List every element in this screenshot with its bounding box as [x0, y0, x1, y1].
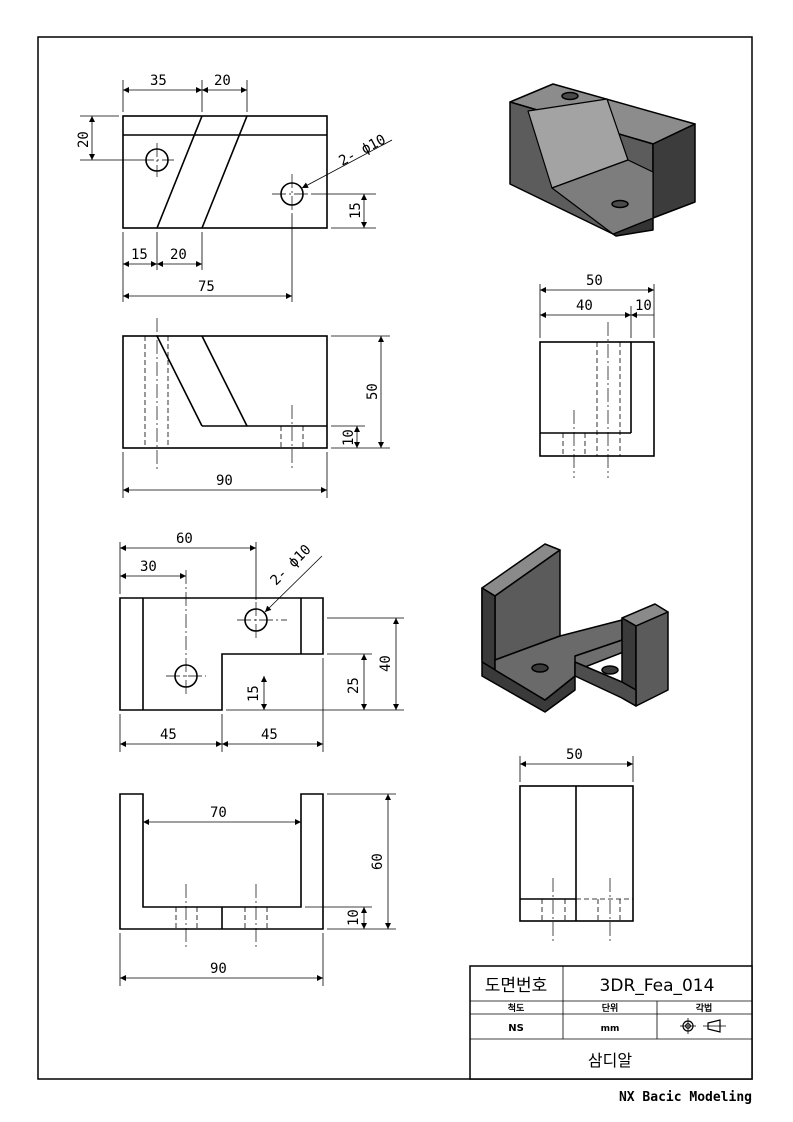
drawing-no-value: 3DR_Fea_014 — [600, 976, 715, 996]
footer-text: NX Bacic Modeling — [619, 1090, 752, 1105]
dim-v3-50: 50 — [586, 273, 603, 289]
dim-v4-25: 25 — [346, 677, 362, 694]
dim-v2-10: 10 — [341, 429, 357, 446]
dim-v5-10: 10 — [346, 909, 362, 926]
scale-value: NS — [508, 1023, 524, 1034]
drawing-no-label: 도면번호 — [485, 976, 548, 996]
scale-label: 척도 — [508, 1002, 525, 1014]
dim-v2-50: 50 — [365, 383, 381, 400]
view-b-front: 70 60 10 90 — [119, 793, 396, 986]
title-block: 도면번호 3DR_Fea_014 척도 단위 각법 NS mm 삼디알 — [469, 965, 753, 1080]
dim-v1-35: 35 — [150, 73, 167, 89]
iso-view-b — [481, 543, 669, 713]
projection-symbol-icon — [680, 1018, 726, 1034]
view-a-top: 35 20 20 2- ϕ10 15 15 20 75 — [76, 73, 393, 302]
dim-v4-60: 60 — [176, 531, 193, 547]
dim-v1-20side: 20 — [76, 131, 92, 148]
view-a-front: 50 10 90 — [122, 318, 390, 498]
unit-label: 단위 — [602, 1002, 619, 1014]
dim-v4-40: 40 — [378, 655, 394, 672]
dim-v4-30: 30 — [140, 559, 157, 575]
view-a-side: 50 40 10 — [539, 273, 655, 478]
dim-v1-15b: 15 — [131, 247, 148, 263]
dim-v4-45b: 45 — [261, 727, 278, 743]
dim-v1-20b: 20 — [170, 247, 187, 263]
dim-v4-15: 15 — [246, 685, 262, 702]
dim-v3-40: 40 — [576, 298, 593, 314]
dim-v5-90: 90 — [210, 961, 227, 977]
dim-v1-15r: 15 — [348, 202, 364, 219]
unit-value: mm — [601, 1024, 620, 1034]
dim-v1-20a: 20 — [214, 73, 231, 89]
dim-v6-50: 50 — [566, 747, 583, 763]
dim-v5-70: 70 — [210, 805, 227, 821]
dim-v3-10: 10 — [635, 298, 652, 314]
dim-v4-45a: 45 — [160, 727, 177, 743]
iso-view-a — [509, 83, 696, 237]
dim-v4-hole: 2- ϕ10 — [268, 542, 315, 589]
dim-v1-75: 75 — [198, 279, 215, 295]
projection-label: 각법 — [696, 1002, 713, 1014]
view-b-side: 50 — [519, 747, 634, 944]
dim-v1-hole: 2- ϕ10 — [336, 132, 388, 170]
dim-v2-90: 90 — [216, 473, 233, 489]
view-b-top: 60 30 2- ϕ10 25 40 15 45 45 — [119, 531, 404, 752]
company-name: 삼디알 — [588, 1051, 632, 1070]
dim-v5-60: 60 — [370, 853, 386, 870]
drawing-border — [37, 36, 753, 1080]
